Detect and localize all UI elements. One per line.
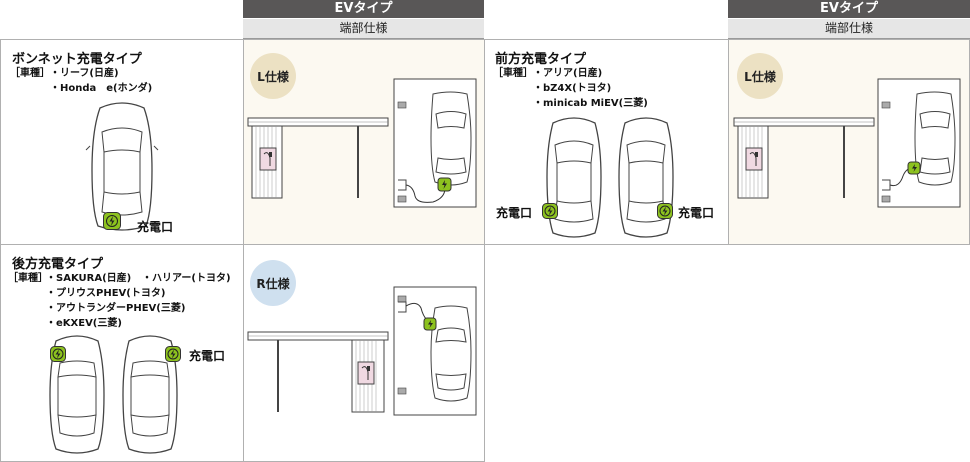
rear-kind-label: ［車種］ [8,273,48,284]
front-kind-label: ［車種］ [493,68,533,79]
end-spec-header-2: 端部仕様 [728,19,970,39]
front-port-label-left: 充電口 [496,206,533,220]
rear-model-5: ・eKXEV(三菱) [46,318,122,329]
front-model-3: ・minicab MiEV(三菱) [533,98,648,109]
rear-model-1: ・SAKURA(日産) [46,273,132,284]
car-top-view-icon [546,117,602,238]
rear-type-title: 後方充電タイプ [12,257,104,272]
r-spec-badge: R仕様 [250,260,296,306]
bonnet-model-2: ・Honda e(ホンダ) [50,83,153,94]
charge-port-icon [165,346,181,362]
charge-port-icon [542,203,558,219]
charge-port-icon [103,212,121,230]
rear-port-label: 充電口 [189,349,226,363]
parking-plan-l [877,78,961,208]
carport-elevation-r [247,331,389,413]
car-top-view-icon [85,102,159,231]
parking-plan-l [393,78,477,208]
l-spec-badge: L仕様 [737,53,783,99]
bonnet-model-1: ・リーフ(日産) [50,68,119,79]
car-top-view-icon [122,335,178,454]
end-spec-header-1: 端部仕様 [243,19,484,39]
charge-port-icon [657,203,673,219]
charge-port-icon [50,346,66,362]
carport-elevation-l [247,117,389,199]
bonnet-type-title: ボンネット充電タイプ [12,52,142,67]
rear-model-3: ・プリウスPHEV(トヨタ) [46,288,166,299]
rear-model-4: ・アウトランダーPHEV(三菱) [46,303,186,314]
front-model-2: ・bZ4X(トヨタ) [533,83,612,94]
l-spec-badge: L仕様 [250,53,296,99]
car-top-view-icon [49,335,105,454]
parking-plan-r [393,286,477,416]
bonnet-port-label: 充電口 [137,220,174,234]
front-type-title: 前方充電タイプ [495,52,587,67]
car-top-view-icon [618,117,674,238]
carport-elevation-l [733,117,875,199]
rear-model-2: ・ハリアー(トヨタ) [142,273,231,284]
front-model-1: ・アリア(日産) [533,68,603,79]
ev-type-header-1: EVタイプ [243,0,484,18]
bonnet-kind-label: ［車種］ [10,68,50,79]
front-port-label-right: 充電口 [678,206,715,220]
ev-type-header-2: EVタイプ [728,0,970,18]
